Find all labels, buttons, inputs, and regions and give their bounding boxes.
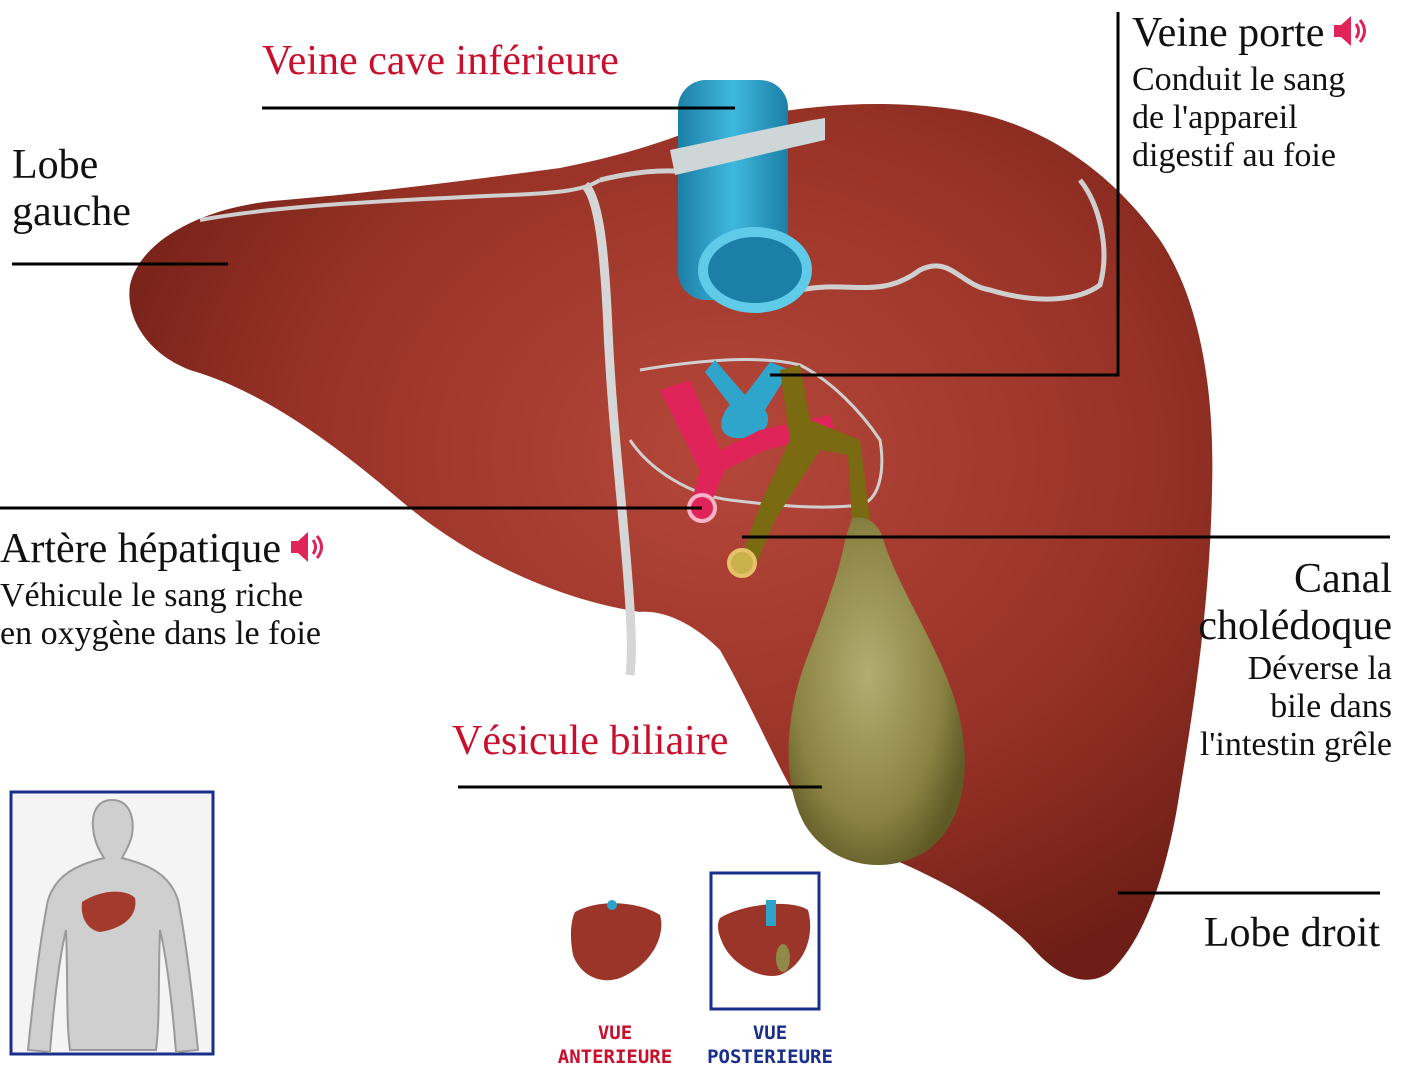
- anterior-view-label[interactable]: VUE ANTERIEURE: [545, 1022, 685, 1070]
- bile-duct-desc-2: bile dans: [1198, 688, 1392, 726]
- bile-duct-block: Canal cholédoque Déverse la bile dans l'…: [1198, 556, 1392, 764]
- hepatic-artery-label: Artère hépatique: [0, 526, 281, 572]
- portal-vein-desc-1: Conduit le sang: [1132, 61, 1370, 99]
- bile-duct-cut: [729, 550, 755, 576]
- posterior-view-thumbnail[interactable]: [711, 873, 819, 1009]
- bile-duct-line-1: Canal: [1198, 556, 1392, 603]
- left-lobe-line-2: gauche: [12, 189, 131, 236]
- posterior-gallbladder-icon: [776, 944, 790, 972]
- anterior-view-thumbnail[interactable]: [571, 900, 661, 980]
- left-lobe-line-1: Lobe: [12, 142, 131, 189]
- posterior-view-line-2: POSTERIEURE: [690, 1046, 850, 1070]
- anterior-view-line-2: ANTERIEURE: [545, 1046, 685, 1070]
- speaker-icon[interactable]: [1330, 12, 1370, 61]
- anterior-vein-dot: [607, 900, 617, 910]
- hepatic-artery-desc-1: Véhicule le sang riche: [0, 577, 327, 615]
- portal-vein-desc-3: digestif au foie: [1132, 137, 1370, 175]
- portal-vein-desc-2: de l'appareil: [1132, 99, 1370, 137]
- anterior-view-line-1: VUE: [545, 1022, 685, 1046]
- hepatic-artery-title-row: Artère hépatique: [0, 526, 327, 577]
- bile-duct-line-2: cholédoque: [1198, 603, 1392, 650]
- gallbladder-label: Vésicule biliaire: [452, 718, 728, 765]
- left-lobe-label: Lobe gauche: [12, 142, 131, 236]
- bile-duct-desc-3: l'intestin grêle: [1198, 726, 1392, 764]
- vena-cava-opening: [703, 232, 807, 308]
- portal-vein-label: Veine porte: [1132, 10, 1324, 56]
- portal-vein-block: Veine porte Conduit le sang de l'apparei…: [1132, 10, 1370, 175]
- posterior-view-line-1: VUE: [690, 1022, 850, 1046]
- vena-cava-label: Veine cave inférieure: [262, 38, 619, 85]
- bile-duct-desc-1: Déverse la: [1198, 650, 1392, 688]
- posterior-vein-icon: [766, 900, 776, 926]
- posterior-view-label[interactable]: VUE POSTERIEURE: [690, 1022, 850, 1070]
- portal-vein-title-row: Veine porte: [1132, 10, 1370, 61]
- anterior-liver-icon: [571, 903, 661, 980]
- hepatic-artery-block: Artère hépatique Véhicule le sang riche …: [0, 526, 327, 653]
- right-lobe-label: Lobe droit: [1204, 910, 1380, 957]
- speaker-icon[interactable]: [287, 528, 327, 577]
- hepatic-artery-desc-2: en oxygène dans le foie: [0, 615, 327, 653]
